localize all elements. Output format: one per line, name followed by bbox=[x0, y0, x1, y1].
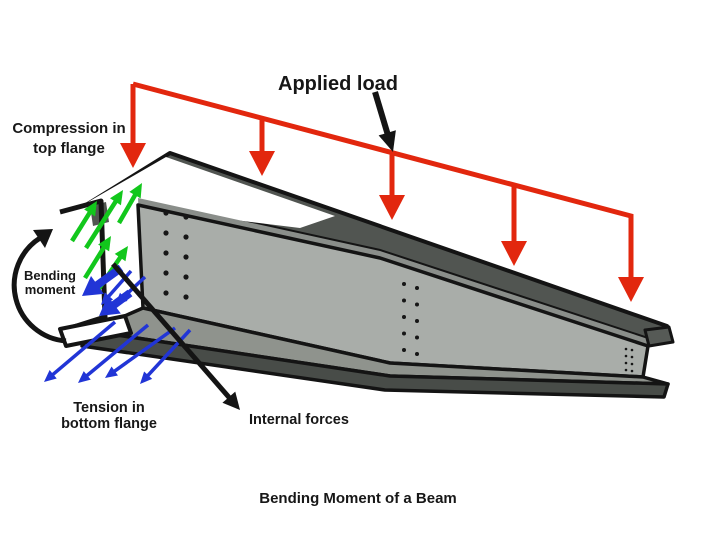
rivet-dot bbox=[402, 348, 406, 352]
rivet-dot bbox=[402, 331, 406, 336]
applied-load-arrows bbox=[120, 84, 644, 302]
beam-right-end-face bbox=[643, 325, 675, 348]
rivet-dots bbox=[163, 210, 634, 380]
rivet-dot bbox=[183, 234, 189, 240]
bending-moment-arc bbox=[11, 235, 67, 344]
rivet-dot bbox=[630, 369, 634, 373]
load-arrow bbox=[501, 185, 527, 266]
rivet-dot bbox=[163, 210, 169, 216]
rivet-dot bbox=[630, 355, 634, 359]
rivet-dot bbox=[163, 230, 169, 236]
rivet-dot bbox=[624, 354, 628, 358]
rivet-dot bbox=[402, 282, 406, 286]
label-tension: Tension in bottom flange bbox=[45, 400, 173, 432]
tension-arrow bbox=[78, 323, 150, 383]
applied-load-pointer-group bbox=[372, 91, 396, 152]
rivet-dot bbox=[163, 290, 169, 296]
rivet-dot bbox=[183, 254, 189, 260]
rivet-dot bbox=[624, 347, 628, 351]
rivet-dot bbox=[183, 294, 189, 300]
rivet-dot bbox=[183, 274, 189, 280]
diagram-caption: Bending Moment of a Beam bbox=[259, 490, 457, 507]
compression-arrow bbox=[83, 236, 111, 280]
rivet-dot bbox=[630, 348, 634, 352]
bending-moment-arrow bbox=[11, 229, 67, 344]
load-arrow bbox=[379, 152, 405, 220]
tension-arrow bbox=[140, 328, 192, 384]
label-bending-moment-line1: Bending bbox=[24, 268, 76, 283]
tension-arrows bbox=[44, 269, 192, 384]
load-arrow bbox=[120, 84, 146, 168]
label-bending-moment: Bending moment bbox=[13, 269, 87, 297]
label-compression: Compression in top flange bbox=[6, 119, 132, 159]
beam-bottom-flange-front bbox=[80, 329, 670, 399]
compression-arrow bbox=[84, 190, 123, 250]
compression-arrow bbox=[117, 183, 142, 225]
tension-arrow bbox=[44, 320, 117, 382]
rivet-dot bbox=[415, 319, 419, 323]
tension-arrow bbox=[101, 269, 133, 305]
rivet-dot bbox=[624, 368, 628, 372]
compression-arrow bbox=[70, 201, 97, 243]
rivet-dot bbox=[163, 270, 169, 276]
load-arrow bbox=[618, 216, 644, 302]
label-applied-load: Applied load bbox=[278, 73, 398, 95]
label-compression-line1: Compression in bbox=[12, 120, 126, 137]
rivet-dot bbox=[183, 214, 189, 220]
beam-top-flange-highlight bbox=[88, 157, 335, 228]
i-beam bbox=[58, 151, 675, 399]
internal-forces-pointer-group bbox=[111, 262, 240, 410]
label-bending-moment-line2: moment bbox=[24, 282, 76, 297]
rivet-dot bbox=[415, 302, 419, 307]
rivet-dot bbox=[163, 250, 169, 256]
bending-moment-arrowhead bbox=[33, 229, 53, 248]
beam-top-flange-lip bbox=[138, 198, 648, 346]
rivet-dot bbox=[402, 315, 406, 319]
applied-load-pointer-arrow bbox=[372, 91, 396, 152]
rivet-dot bbox=[415, 335, 419, 340]
internal-forces-arrow bbox=[111, 262, 240, 410]
load-arrow bbox=[249, 118, 275, 176]
rivet-dot bbox=[630, 362, 634, 366]
label-compression-line2: top flange bbox=[33, 140, 105, 157]
rivet-dot bbox=[402, 298, 406, 303]
rivet-dot bbox=[624, 361, 628, 365]
label-tension-line1: Tension in bbox=[73, 400, 145, 416]
label-tension-line2: bottom flange bbox=[61, 416, 157, 432]
rivet-dot bbox=[415, 286, 419, 290]
label-internal-forces: Internal forces bbox=[249, 412, 349, 428]
rivet-dot bbox=[415, 352, 419, 356]
tension-arrow bbox=[105, 326, 177, 378]
